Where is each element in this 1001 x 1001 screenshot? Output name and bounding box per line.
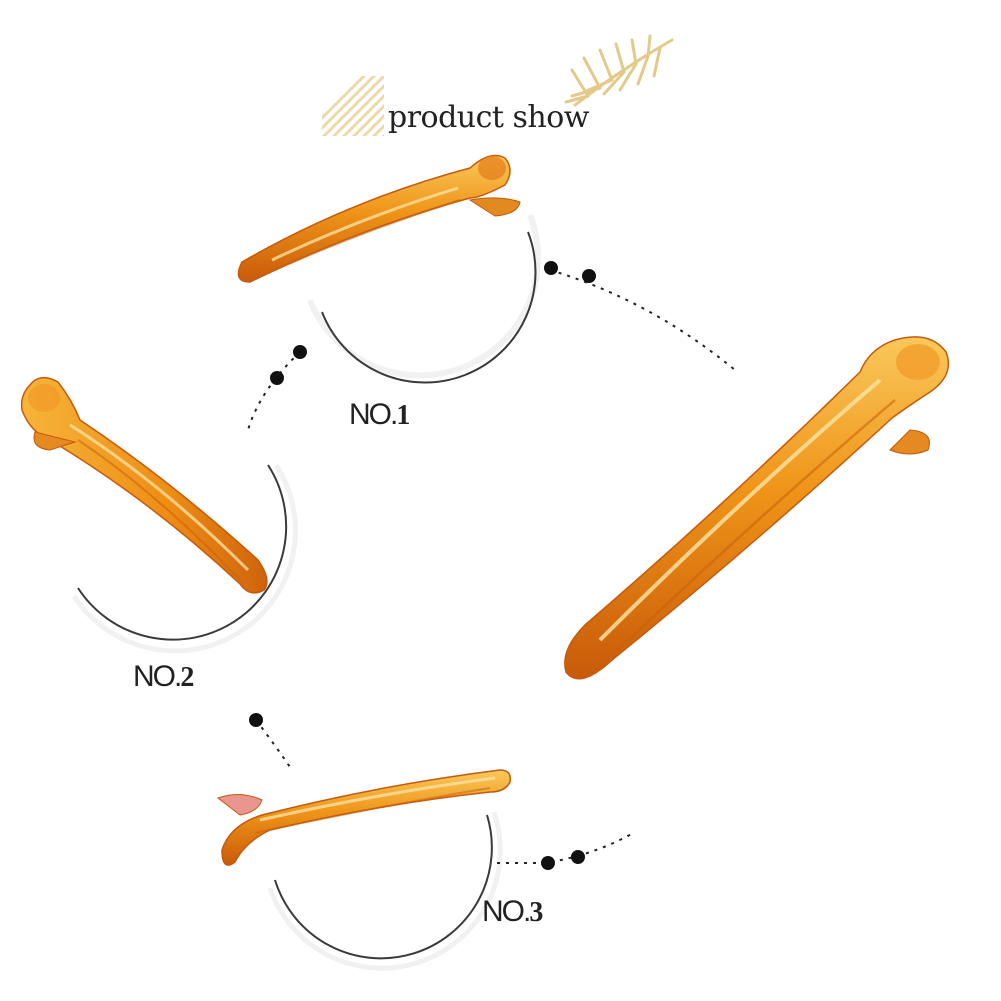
item-label-number: 3 xyxy=(529,897,544,928)
connector-4 xyxy=(497,831,636,870)
hair-clip-large xyxy=(564,336,950,680)
item-label-prefix: NO. xyxy=(133,660,182,693)
item-label-number: 1 xyxy=(396,400,411,431)
item-label-prefix: NO. xyxy=(349,398,398,431)
item-label-1: NO.1 xyxy=(349,398,410,432)
circle-frame-1 xyxy=(307,213,541,384)
item-label-2: NO.2 xyxy=(133,660,194,694)
palm-leaf-icon xyxy=(564,34,674,107)
hair-clip-3 xyxy=(216,769,512,866)
page-title: product show xyxy=(388,100,589,135)
item-label-prefix: NO. xyxy=(482,895,531,928)
hair-clip-1 xyxy=(237,154,521,283)
circle-frame-2 xyxy=(71,463,298,654)
diagonal-hatch-swatch-icon xyxy=(322,76,384,136)
circle-frame-3 xyxy=(267,811,503,971)
item-label-3: NO.3 xyxy=(482,895,543,929)
hair-clip-2 xyxy=(20,376,268,594)
connector-2 xyxy=(247,345,307,431)
connector-3 xyxy=(249,713,293,771)
connector-1 xyxy=(544,261,736,371)
item-label-number: 2 xyxy=(180,662,195,693)
